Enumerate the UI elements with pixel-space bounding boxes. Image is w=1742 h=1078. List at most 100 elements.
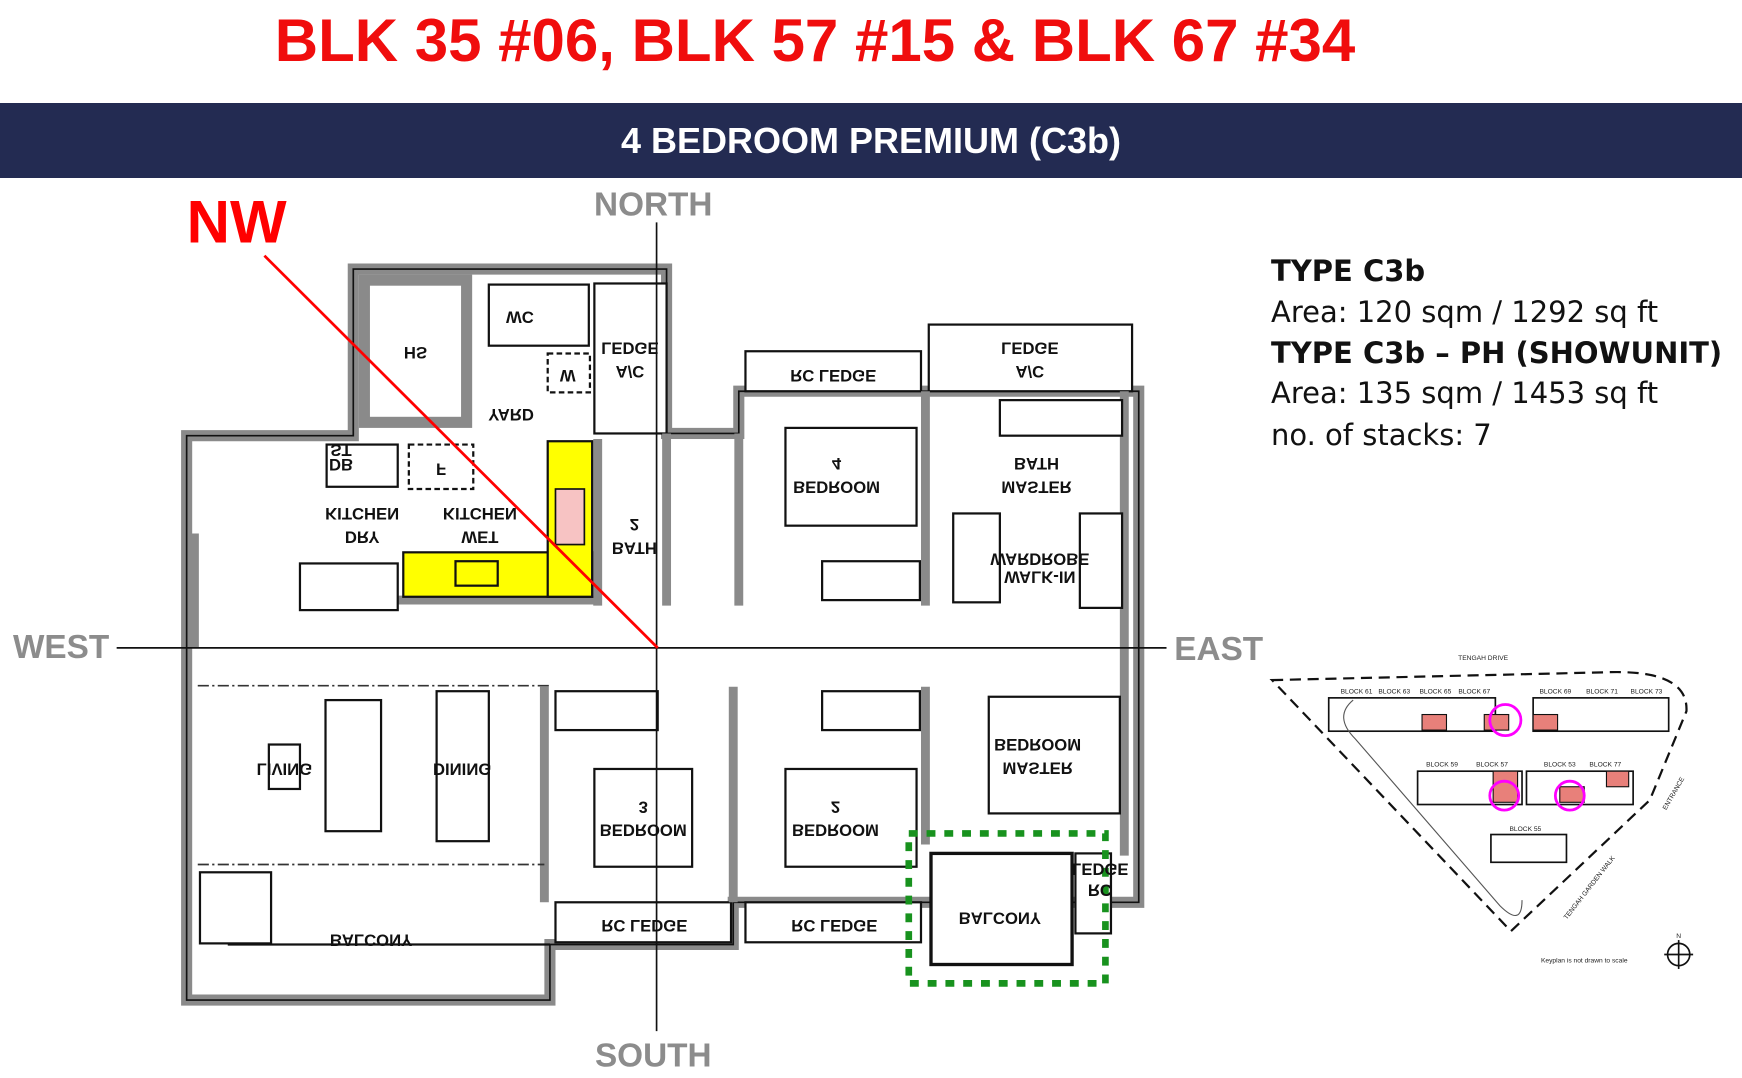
outer-wall-outline bbox=[185, 268, 1140, 1001]
banner-text: 4 BEDROOM PREMIUM (C3b) bbox=[620, 120, 1121, 161]
wardrobe bbox=[554, 690, 659, 732]
room-label: ST bbox=[330, 441, 351, 460]
room-label: LEDGE bbox=[601, 338, 658, 357]
room-label: 3 bbox=[639, 797, 648, 816]
block-label: BLOCK 73 bbox=[1631, 688, 1663, 695]
tv-console bbox=[267, 743, 302, 791]
room-label: MASTER bbox=[1001, 477, 1071, 496]
room-label: A/C bbox=[616, 362, 645, 381]
block-label: BLOCK 61 bbox=[1341, 688, 1373, 695]
room-label: BEDROOM bbox=[793, 477, 880, 496]
block-label: BLOCK 67 bbox=[1458, 688, 1490, 695]
room-label: DINING bbox=[433, 760, 491, 779]
room-label: 4 bbox=[832, 454, 842, 473]
keyplan: TENGAH DRIVE TENGAH GARDEN WALK ENTRANCE… bbox=[1269, 655, 1694, 969]
keyplan-block bbox=[1490, 833, 1568, 864]
type-c3b-ph-area: Area: 135 sqm / 1453 sq ft bbox=[1271, 376, 1659, 410]
room-label: DB bbox=[329, 455, 353, 474]
washer-space bbox=[546, 352, 592, 394]
room-label: BATH bbox=[612, 538, 657, 557]
wardrobe bbox=[821, 690, 921, 732]
room-labels: HS WC LEDGE A/C YARD W F ST DB KITCHEN D… bbox=[257, 307, 1129, 949]
room-label: BALCONY bbox=[330, 931, 412, 950]
unit-marker-circle bbox=[1488, 703, 1523, 738]
block-label: BLOCK 57 bbox=[1476, 762, 1508, 769]
block-label: BLOCK 59 bbox=[1426, 762, 1458, 769]
room-label: HS bbox=[404, 343, 427, 362]
bed bbox=[784, 767, 918, 868]
household-shelter bbox=[358, 274, 473, 428]
block-label: BLOCK 69 bbox=[1539, 688, 1571, 695]
keyplan-path bbox=[1343, 699, 1523, 916]
west-label: WEST bbox=[13, 629, 109, 666]
keyplan-blocks-row2: BLOCK 59 BLOCK 57 BLOCK 53 BLOCK 77 bbox=[1416, 762, 1634, 806]
type-c3b-heading: TYPE C3b bbox=[1271, 254, 1426, 288]
room-label: KITCHEN bbox=[325, 504, 399, 523]
fridge-space bbox=[407, 443, 475, 491]
keyplan-road-bottom: TENGAH GARDEN WALK bbox=[1563, 854, 1617, 921]
keyplan-block bbox=[1327, 697, 1497, 733]
room-label: F bbox=[436, 460, 446, 479]
wc-room bbox=[487, 283, 590, 347]
room-label: RC LEDGE bbox=[601, 916, 687, 935]
balcony-highlight bbox=[905, 830, 1109, 987]
block-label: BLOCK 65 bbox=[1419, 688, 1451, 695]
keyplan-site-boundary bbox=[1269, 670, 1688, 933]
room-label: YARD bbox=[488, 405, 534, 424]
stacks-count: no. of stacks: 7 bbox=[1271, 418, 1492, 452]
room-label: BEDROOM bbox=[994, 735, 1081, 754]
unit-marker-circle bbox=[1488, 779, 1521, 812]
block-label: BLOCK 53 bbox=[1544, 762, 1576, 769]
room-label: WC bbox=[506, 307, 534, 326]
room-label: RC bbox=[1088, 881, 1112, 900]
room-label: A/C bbox=[1016, 362, 1045, 381]
room-label: WALK-IN bbox=[1004, 567, 1075, 586]
ac-ledge-left bbox=[593, 282, 668, 435]
keyplan-road-top: TENGAH DRIVE bbox=[1458, 655, 1508, 662]
keyplan-unit bbox=[1483, 713, 1510, 731]
room-label: BALCONY bbox=[959, 908, 1041, 927]
unit-type-banner: 4 BEDROOM PREMIUM (C3b) bbox=[0, 103, 1742, 178]
nw-label: NW bbox=[187, 188, 287, 255]
type-c3b-ph-heading: TYPE C3b – PH (SHOWUNIT) bbox=[1271, 336, 1723, 370]
keyplan-north-label: N bbox=[1676, 933, 1681, 940]
block-label: BLOCK 77 bbox=[1589, 762, 1621, 769]
room-label: KITCHEN bbox=[443, 504, 517, 523]
room-label: LEDGE bbox=[1001, 338, 1058, 357]
balcony-right bbox=[929, 851, 1074, 967]
kitchen-island bbox=[298, 562, 399, 612]
db-store bbox=[325, 443, 399, 488]
block-label: BLOCK 71 bbox=[1586, 688, 1618, 695]
hob bbox=[554, 488, 586, 546]
type-c3b-area: Area: 120 sqm / 1292 sq ft bbox=[1271, 295, 1659, 329]
keyplan-unit bbox=[1532, 713, 1559, 731]
block-label: BLOCK 55 bbox=[1509, 826, 1541, 833]
wardrobe bbox=[1078, 512, 1124, 609]
block-label: BLOCK 63 bbox=[1378, 688, 1410, 695]
room-label: BEDROOM bbox=[792, 821, 879, 840]
unit-marker-circle bbox=[1553, 779, 1586, 812]
east-label: EAST bbox=[1174, 631, 1263, 668]
bed bbox=[784, 426, 918, 527]
wardrobe bbox=[952, 512, 1001, 604]
room-label: RC LEDGE bbox=[791, 916, 877, 935]
interior-walls bbox=[189, 391, 1129, 903]
keyplan-unit bbox=[1421, 713, 1448, 731]
nw-direction-line bbox=[263, 254, 659, 649]
room-label: W bbox=[560, 366, 576, 385]
dining-table bbox=[435, 690, 490, 843]
keyplan-blocks-row1: BLOCK 61 BLOCK 63 BLOCK 65 BLOCK 67 BLOC… bbox=[1327, 688, 1670, 733]
rc-ledge-top bbox=[744, 350, 923, 393]
vanity bbox=[998, 399, 1124, 437]
bed bbox=[987, 695, 1121, 815]
bed bbox=[593, 767, 694, 868]
rc-ledge-bottom-2 bbox=[744, 901, 923, 944]
keyplan-note: Keyplan is not drawn to scale bbox=[1541, 957, 1628, 964]
page-title: BLK 35 #06, BLK 57 #15 & BLK 67 #34 bbox=[274, 7, 1356, 74]
room-label: WET bbox=[461, 527, 498, 546]
room-label: MASTER bbox=[1002, 758, 1072, 777]
rc-ledge-bottom-1 bbox=[554, 901, 733, 944]
room-label: LIVING bbox=[257, 760, 313, 779]
sofa bbox=[324, 698, 383, 833]
